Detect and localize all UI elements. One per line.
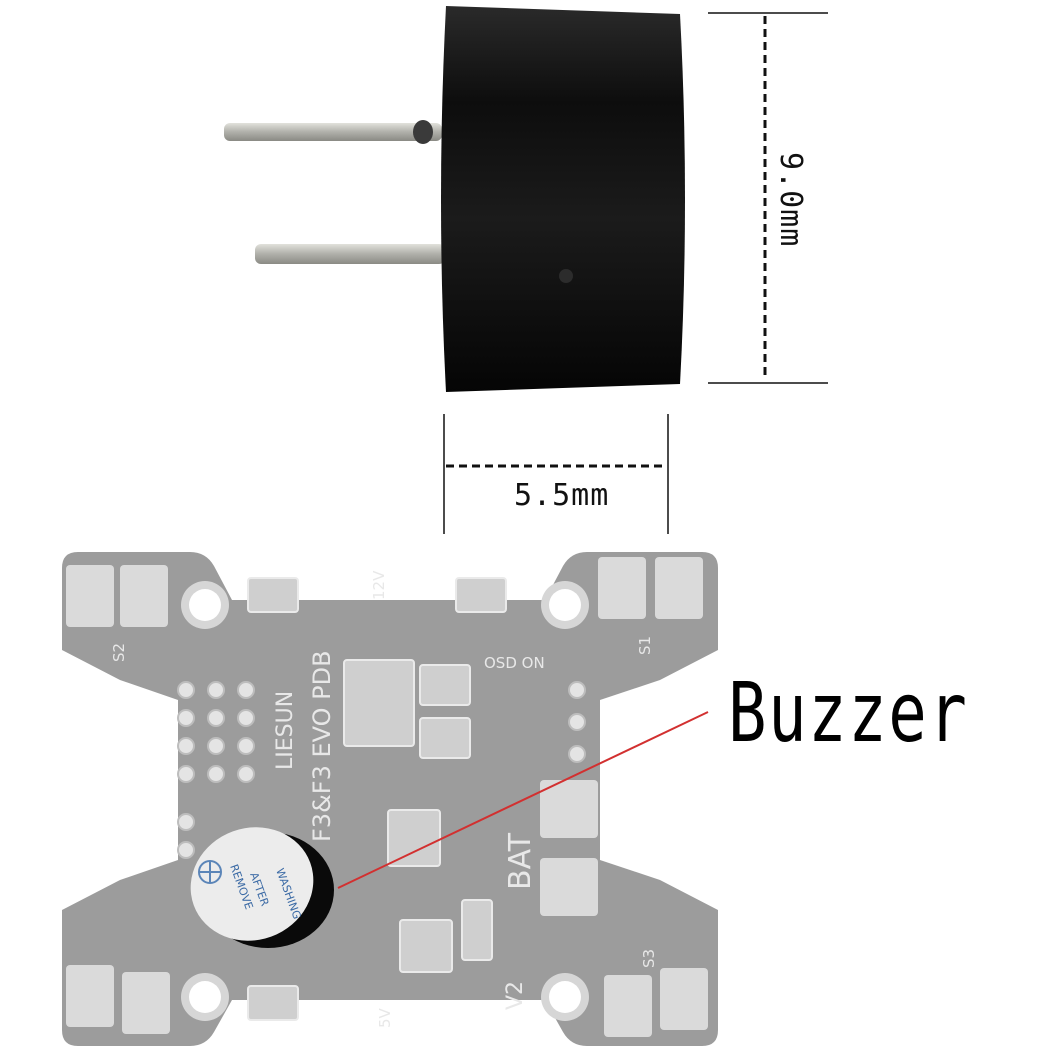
- board-12v-label: 12V: [370, 570, 388, 600]
- buzzer-pin-upper: [224, 123, 442, 141]
- height-dimension-label: 9.0mm: [773, 152, 808, 248]
- pdb-board: LIESUN F3&F3 EVO PDB OSD ON BAT V2 12V 5…: [62, 552, 718, 1046]
- board-5v-label: 5V: [376, 1007, 394, 1028]
- board-osd-label: OSD ON: [484, 654, 545, 672]
- board-s1-label: S1: [636, 636, 654, 655]
- buzzer-callout-label: Buzzer: [728, 666, 969, 761]
- board-brand: LIESUN: [273, 691, 298, 770]
- height-dimension: [708, 12, 828, 384]
- board-bat-label: BAT: [503, 832, 538, 890]
- board-s3-label: S3: [640, 949, 658, 968]
- callout-line: [337, 711, 709, 889]
- width-dimension: [443, 414, 669, 534]
- buzzer-pin-lower: [255, 244, 445, 264]
- board-model: F3&F3 EVO PDB: [308, 650, 336, 842]
- buzzer-body: [441, 6, 685, 392]
- board-v2-label: V2: [503, 981, 528, 1010]
- buzzer-top-view: REMOVE AFTER WASHING: [190, 827, 334, 948]
- width-dimension-label: 5.5mm: [514, 478, 610, 513]
- board-s2-label: S2: [110, 643, 128, 662]
